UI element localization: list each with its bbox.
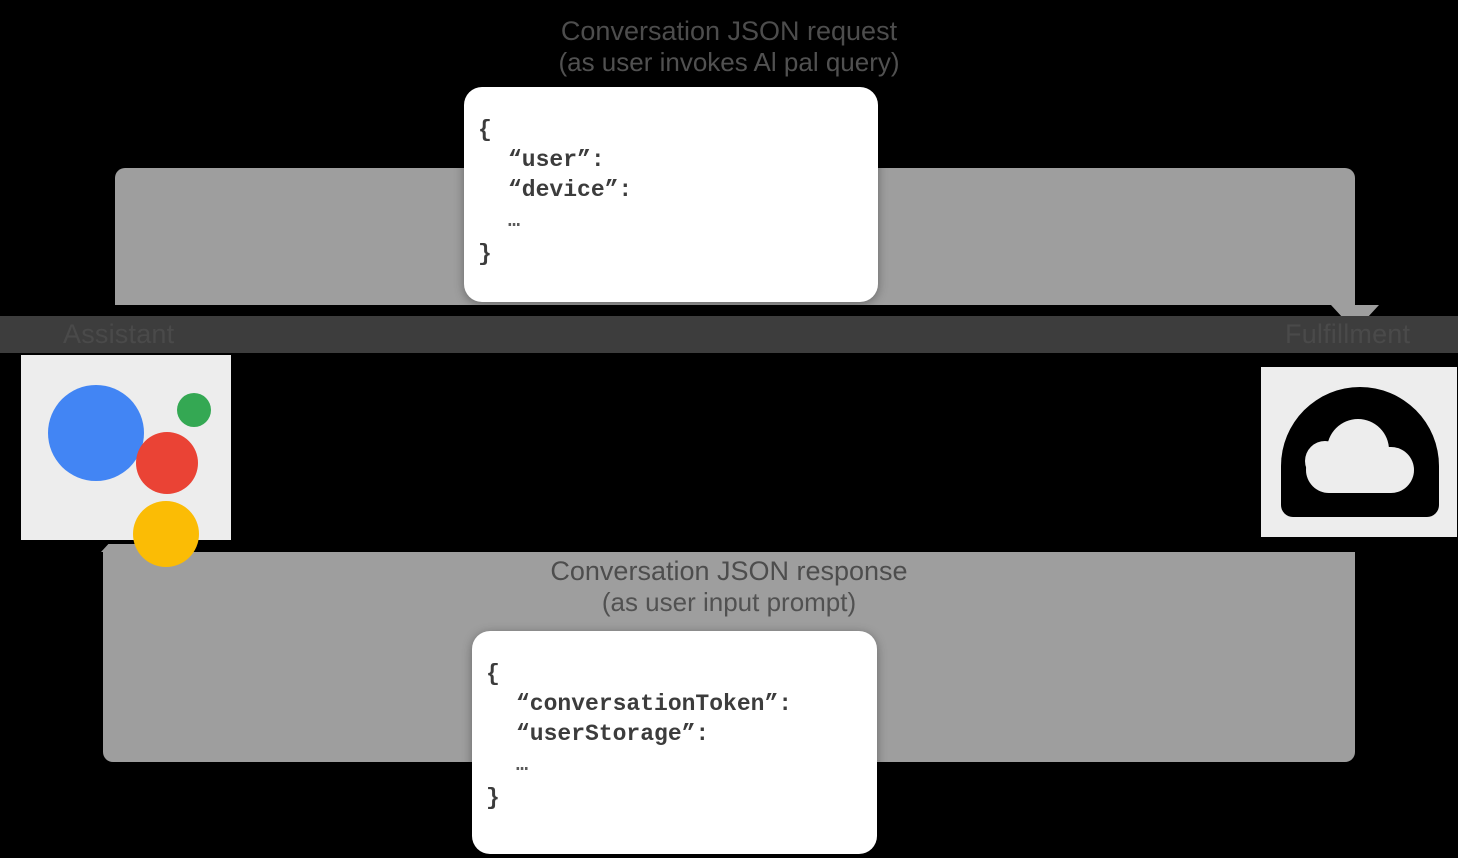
json-line: } [486,785,500,811]
json-line: { [478,117,492,143]
json-line: … [508,210,521,233]
request-json-card: { “user”: “device”: … } [464,87,878,302]
endpoint-row-background [0,352,1458,544]
endpoint-label-strip [0,316,1458,353]
json-line: “conversationToken”: [516,691,793,717]
json-line: “userStorage”: [516,721,710,747]
assistant-red-dot-icon [136,432,198,494]
endpoint-label-fulfillment: Fulfillment [1285,319,1411,349]
assistant-green-dot-icon [177,393,211,427]
request-caption-subtitle: (as user invokes Al pal query) [558,47,900,77]
request-caption-title: Conversation JSON request [560,16,898,46]
assistant-yellow-dot-icon [133,501,199,567]
json-line: “device”: [508,177,633,203]
json-line: } [478,241,492,267]
response-json-card: { “conversationToken”: “userStorage”: … … [472,631,877,854]
json-line: “user”: [508,147,605,173]
cloud-base-icon [1306,447,1414,493]
assistant-icon-tile [21,355,231,567]
endpoint-label-assistant: Assistant [63,319,175,349]
fulfillment-icon-tile [1261,367,1457,537]
json-line: … [516,754,529,777]
json-line: { [486,661,500,687]
assistant-blue-dot-icon [48,385,144,481]
request-caption: Conversation JSON request (as user invok… [0,16,1458,78]
